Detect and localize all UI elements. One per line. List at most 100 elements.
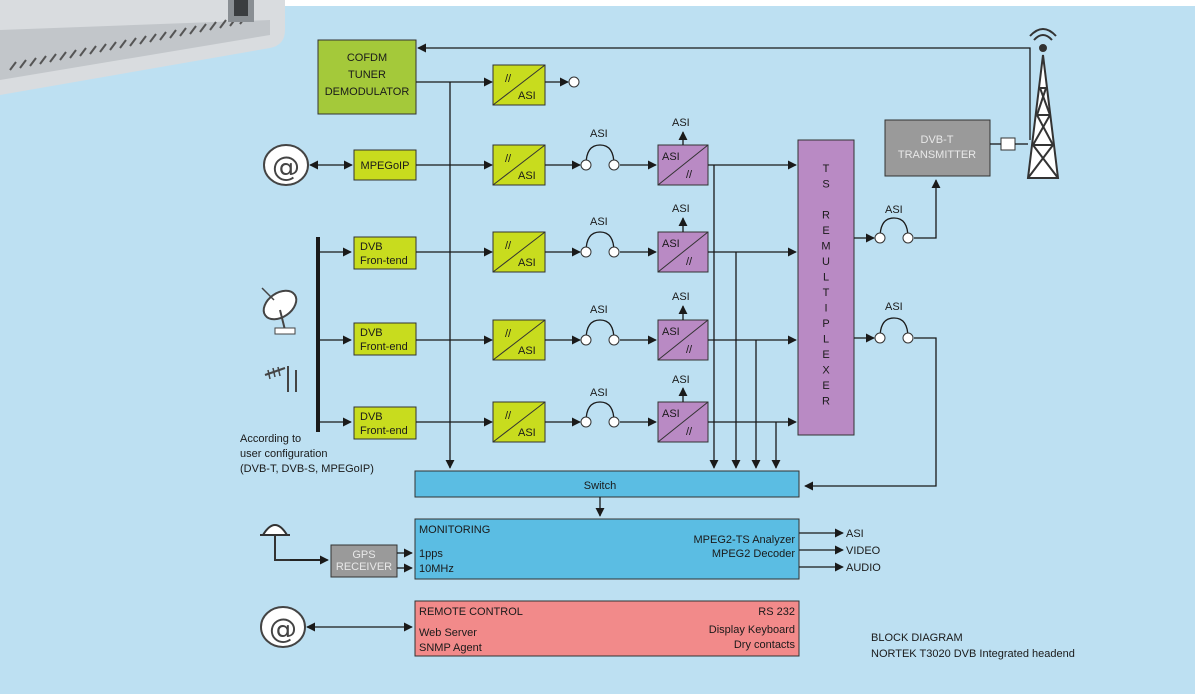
asi-splitter-row-3: ASI // <box>657 319 709 361</box>
internet-icon: @ <box>263 144 309 186</box>
remux-out-label-2: ASI <box>885 301 903 313</box>
gps-line2: RECEIVER <box>336 561 392 573</box>
remux-ports <box>874 232 914 344</box>
splitter-4-label: ASI <box>662 408 680 420</box>
svg-text://: // <box>686 169 693 181</box>
device-photo <box>0 0 285 95</box>
splitter-up-label-4: ASI <box>672 374 690 386</box>
asi-label-row-4: ASI <box>518 427 536 439</box>
remux-letter: R <box>822 210 830 222</box>
dvb-frontend-1: DVB Fron-tend <box>353 236 417 270</box>
splitter-1-label: ASI <box>662 151 680 163</box>
cofdm-asi-converter: // ASI <box>492 64 546 106</box>
remote-display-keyboard: Display Keyboard <box>709 624 795 636</box>
asi-ports <box>580 159 620 428</box>
remote-title: REMOTE CONTROL <box>419 606 523 618</box>
asi-converter-row-3: // ASI <box>492 319 546 361</box>
gps-line1: GPS <box>352 549 375 561</box>
svg-text:@: @ <box>272 150 300 183</box>
config-note-line3: (DVB-T, DVB-S, MPEGoIP) <box>240 463 374 475</box>
remux-letter: P <box>822 318 829 330</box>
asi-splitter-row-4: ASI // <box>657 401 709 443</box>
splitter-up-label-2: ASI <box>672 203 690 215</box>
remote-rs232: RS 232 <box>758 606 795 618</box>
caption-line1: BLOCK DIAGRAM <box>871 632 963 644</box>
monitoring-title: MONITORING <box>419 524 490 536</box>
monitoring-decoder: MPEG2 Decoder <box>712 548 795 560</box>
asi-loops <box>545 144 657 427</box>
splitter-up-labels: ASI ASI ASI ASI <box>672 117 690 386</box>
input-bus-arrows <box>318 247 352 427</box>
asi-converter-row-1: // ASI <box>492 144 546 186</box>
cofdm-bus <box>416 77 493 469</box>
svg-text:@: @ <box>269 612 297 645</box>
monitoring-input-1pps: 1pps <box>419 548 443 560</box>
configuration-note: According to user configuration (DVB-T, … <box>240 433 374 475</box>
remux-letter: X <box>822 365 830 377</box>
dvb-frontend-2: DVB Front-end <box>353 322 417 356</box>
dvb-frontend-3: DVB Front-end <box>353 406 417 440</box>
remux-letter: M <box>821 241 830 253</box>
gps-outputs <box>397 548 413 573</box>
asi-converter-row-2: // ASI <box>492 231 546 273</box>
remux-letter: S <box>822 179 829 191</box>
asi-loop-labels: ASI ASI ASI ASI <box>590 128 608 399</box>
transmitter-output-port <box>1000 137 1016 151</box>
asi-label-row-3: ASI <box>518 345 536 357</box>
remux-letter: E <box>822 225 829 237</box>
cofdm-tuner-block: COFDM TUNER DEMODULATOR <box>317 39 417 115</box>
switch-label: Switch <box>584 480 616 492</box>
dvbt-transmitter-block: DVB-T TRANSMITTER <box>884 119 991 177</box>
frontend-3-line1: DVB <box>360 411 383 423</box>
remux-letter: E <box>822 380 829 392</box>
transmitter-line1: DVB-T <box>921 134 954 146</box>
frontend-3-line2: Front-end <box>360 425 408 437</box>
asi-loop-label-1: ASI <box>590 128 608 140</box>
remux-out-label-1: ASI <box>885 204 903 216</box>
asi-splitter-row-2: ASI // <box>657 231 709 273</box>
asi-label-row-1: ASI <box>518 170 536 182</box>
remux-letter: T <box>823 163 830 175</box>
svg-text://: // <box>686 256 693 268</box>
config-note-line1: According to <box>240 433 301 445</box>
monitoring-block: MONITORING 1pps 10MHz MPEG2-TS Analyzer … <box>414 518 800 580</box>
svg-text://: // <box>505 153 512 165</box>
asi-loop-label-2: ASI <box>590 216 608 228</box>
internet-icon-remote: @ <box>260 606 306 648</box>
cofdm-line1: COFDM <box>347 52 387 64</box>
asi-loop-label-3: ASI <box>590 304 608 316</box>
monitoring-input-10mhz: 10MHz <box>419 563 454 575</box>
antenna-feedback-line <box>417 43 1031 140</box>
frontend-2-line2: Front-end <box>360 341 408 353</box>
caption-line2: NORTEK T3020 DVB Integrated headend <box>871 648 1075 660</box>
remote-snmp-agent: SNMP Agent <box>419 642 482 654</box>
frontend-1-line1: DVB <box>360 241 383 253</box>
satellite-dish-icon <box>261 287 298 335</box>
config-note-line2: user configuration <box>240 448 327 460</box>
svg-text://: // <box>686 344 693 356</box>
asi-label-row-2: ASI <box>518 257 536 269</box>
asi-loop-label-4: ASI <box>590 387 608 399</box>
remux-letter: E <box>822 349 829 361</box>
remux-letter: U <box>822 256 830 268</box>
output-port <box>568 76 580 88</box>
remote-dry-contacts: Dry contacts <box>734 639 796 651</box>
switch-block: Switch <box>414 470 800 498</box>
frontend-1-line2: Fron-tend <box>360 255 408 267</box>
antenna-tower-icon <box>1026 28 1060 179</box>
transmitter-line2: TRANSMITTER <box>898 149 976 161</box>
mpegoip-label: MPEGoIP <box>361 160 410 172</box>
remote-control-block: REMOTE CONTROL Web Server SNMP Agent RS … <box>414 600 800 657</box>
splitter-up-label-1: ASI <box>672 117 690 129</box>
monitoring-analyzer: MPEG2-TS Analyzer <box>694 534 796 546</box>
svg-text://: // <box>505 410 512 422</box>
svg-text://: // <box>505 328 512 340</box>
terrestrial-antenna-icon <box>264 366 297 392</box>
splitter-up-label-3: ASI <box>672 291 690 303</box>
remux-letter: I <box>824 303 827 315</box>
remux-outputs <box>804 179 941 491</box>
diagram-background <box>0 6 1195 694</box>
